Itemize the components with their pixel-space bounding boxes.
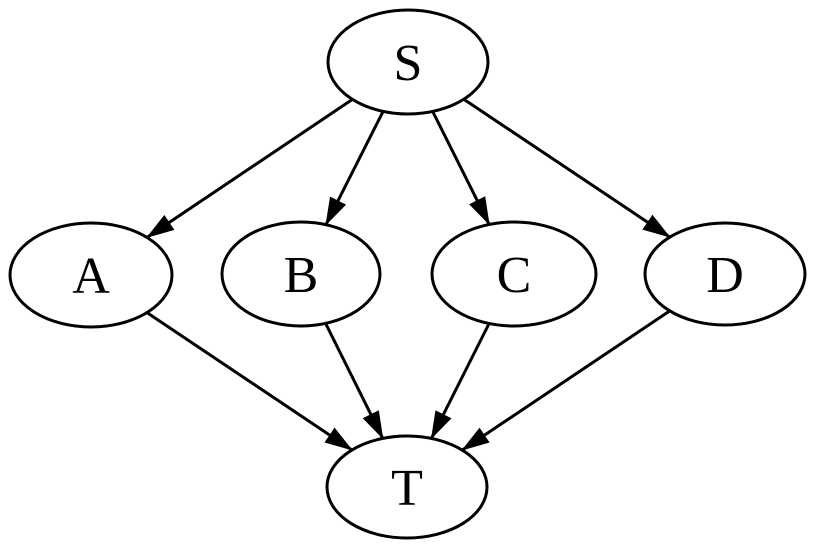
node-D-label: D (706, 247, 744, 304)
node-T: T (325, 434, 489, 540)
node-C: C (430, 220, 598, 328)
node-A-label: A (72, 248, 110, 305)
edge-D-T (461, 309, 671, 452)
edge-S-B (324, 110, 385, 226)
edge-B-T (324, 322, 385, 440)
edge-S-C (431, 110, 491, 226)
node-B-label: B (284, 247, 319, 304)
edge-S-D (462, 98, 671, 239)
edge-S-A (146, 98, 354, 239)
node-T-ellipse (325, 434, 489, 540)
node-B: B (220, 220, 382, 328)
node-T-label: T (391, 460, 423, 517)
node-S-ellipse (326, 8, 490, 116)
node-A-ellipse (8, 221, 174, 329)
node-D: D (643, 221, 807, 327)
edge-A-T (146, 311, 353, 452)
node-S: S (326, 8, 490, 116)
edge-C-T (430, 322, 491, 440)
node-B-ellipse (220, 220, 382, 328)
node-C-ellipse (430, 220, 598, 328)
node-D-ellipse (643, 221, 807, 327)
node-A: A (8, 221, 174, 329)
node-S-label: S (394, 35, 423, 92)
node-C-label: C (497, 247, 532, 304)
